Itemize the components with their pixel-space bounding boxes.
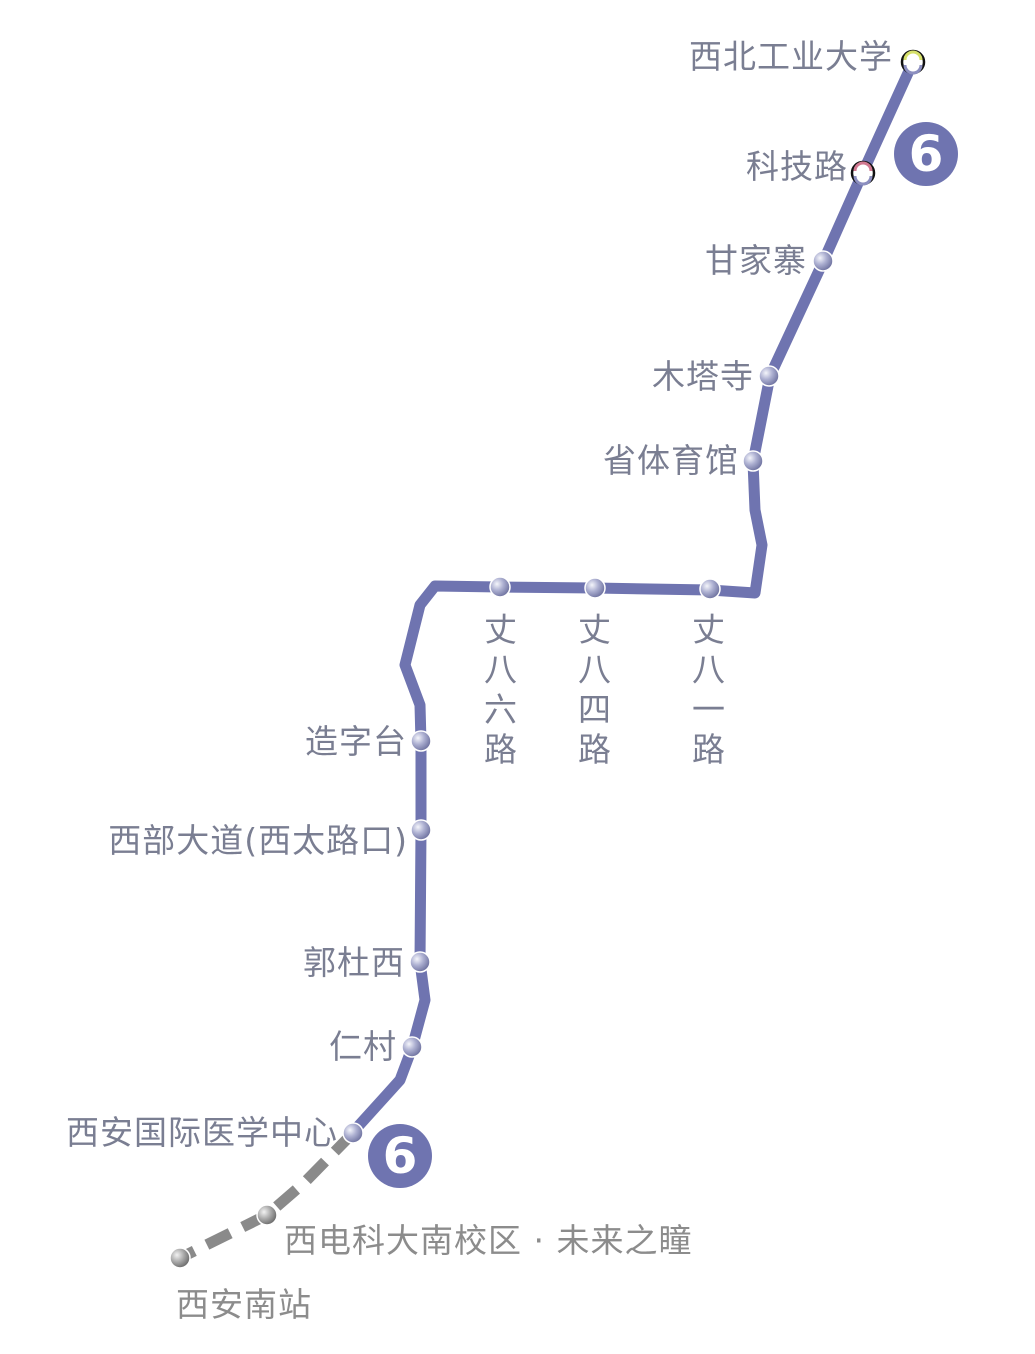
station-label-s4[interactable]: 木塔寺 bbox=[652, 357, 754, 396]
station-label-s2[interactable]: 科技路 bbox=[746, 147, 848, 186]
station-label-s9[interactable]: 造字台 bbox=[305, 722, 407, 761]
line-6-route bbox=[347, 56, 919, 1138]
interchange-icon[interactable] bbox=[900, 49, 926, 75]
station-marker-s10[interactable] bbox=[410, 819, 432, 841]
station-marker-s8[interactable] bbox=[489, 576, 511, 598]
station-marker-s12[interactable] bbox=[401, 1036, 423, 1058]
station-marker-s4[interactable] bbox=[758, 365, 780, 387]
station-label-s6[interactable]: 丈八一路 bbox=[692, 610, 726, 769]
station-label-s5[interactable]: 省体育馆 bbox=[603, 441, 739, 480]
station-marker-s7[interactable] bbox=[584, 577, 606, 599]
station-marker-e2[interactable] bbox=[169, 1247, 191, 1269]
station-label-s3[interactable]: 甘家寨 bbox=[705, 241, 807, 280]
station-label-e1[interactable]: 西电科大南校区 · 未来之瞳 bbox=[284, 1221, 693, 1260]
station-marker-s13[interactable] bbox=[342, 1122, 364, 1144]
station-label-s10[interactable]: 西部大道(西太路口) bbox=[108, 821, 408, 860]
station-marker-s6[interactable] bbox=[699, 578, 721, 600]
station-label-s8[interactable]: 丈八六路 bbox=[484, 610, 518, 769]
extension-route bbox=[177, 1129, 357, 1263]
station-label-s1[interactable]: 西北工业大学 bbox=[689, 37, 893, 76]
line-badge-south: 6 bbox=[368, 1124, 432, 1188]
station-label-s11[interactable]: 郭杜西 bbox=[303, 943, 405, 982]
station-marker-s5[interactable] bbox=[742, 450, 764, 472]
station-marker-s9[interactable] bbox=[410, 730, 432, 752]
station-label-s7[interactable]: 丈八四路 bbox=[578, 610, 612, 769]
interchange-icon[interactable] bbox=[850, 160, 876, 186]
station-marker-s11[interactable] bbox=[409, 951, 431, 973]
line-badge-north: 6 bbox=[894, 122, 958, 186]
station-label-s13[interactable]: 西安国际医学中心 bbox=[66, 1113, 338, 1152]
station-marker-s3[interactable] bbox=[812, 250, 834, 272]
station-label-s12[interactable]: 仁村 bbox=[329, 1027, 397, 1066]
station-label-e2[interactable]: 西安南站 bbox=[176, 1285, 312, 1324]
station-marker-e1[interactable] bbox=[256, 1204, 278, 1226]
